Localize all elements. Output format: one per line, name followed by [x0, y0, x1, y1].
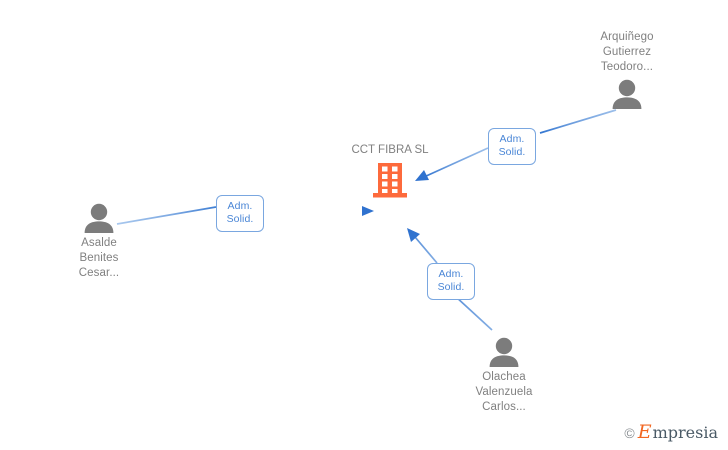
edge-segment-label3-to-company	[414, 236, 438, 264]
company-node-cct-fibra-sl[interactable]: CCT FIBRA SL	[324, 143, 456, 198]
brand-initial: E	[637, 421, 652, 443]
person-node-olachea-valenzuela-carlos[interactable]: Olachea Valenzuela Carlos...	[444, 337, 564, 415]
edge-label-line-2: Solid.	[498, 146, 526, 158]
arrowhead-to-company-bottom	[407, 228, 420, 242]
edge-label-line-1: Adm.	[438, 268, 464, 280]
person-icon	[84, 203, 114, 233]
company-node-label: CCT FIBRA SL	[351, 144, 429, 156]
arrowhead-to-company-left	[362, 206, 374, 216]
edge-label-line-2: Solid.	[437, 281, 465, 293]
edge-label-line-1: Adm.	[499, 133, 525, 145]
person-icon	[612, 79, 642, 109]
copyright-icon: ©	[624, 424, 635, 441]
edge-segment-asalde-to-label	[116, 206, 217, 225]
person-node-label: Olachea Valenzuela Carlos...	[475, 371, 533, 413]
building-icon	[373, 163, 407, 198]
edge-segment-label2-to-company	[423, 147, 489, 178]
empresia-watermark: © E mpresia	[624, 423, 718, 442]
edge-label-adm-solid[interactable]: Adm. Solid.	[427, 263, 475, 300]
person-node-asalde-benites-cesar[interactable]: Asalde Benites Cesar...	[39, 203, 159, 281]
edge-segment-arquinego-to-label	[539, 109, 617, 134]
edge-label-adm-solid[interactable]: Adm. Solid.	[488, 128, 536, 165]
brand-name: mpresia	[652, 422, 718, 442]
person-node-arquinego-gutierrez-teodoro[interactable]: Arquiñego Gutierrez Teodoro...	[567, 30, 687, 109]
person-node-label: Arquiñego Gutierrez Teodoro...	[600, 31, 654, 73]
edge-segment-olachea-to-label	[454, 295, 493, 331]
person-node-label: Asalde Benites Cesar...	[78, 237, 120, 279]
edge-label-adm-solid[interactable]: Adm. Solid.	[216, 195, 264, 232]
edge-label-line-1: Adm.	[227, 200, 253, 212]
person-icon	[489, 337, 519, 367]
arrowhead-to-company-topright	[415, 170, 429, 181]
edge-label-line-2: Solid.	[226, 213, 254, 225]
